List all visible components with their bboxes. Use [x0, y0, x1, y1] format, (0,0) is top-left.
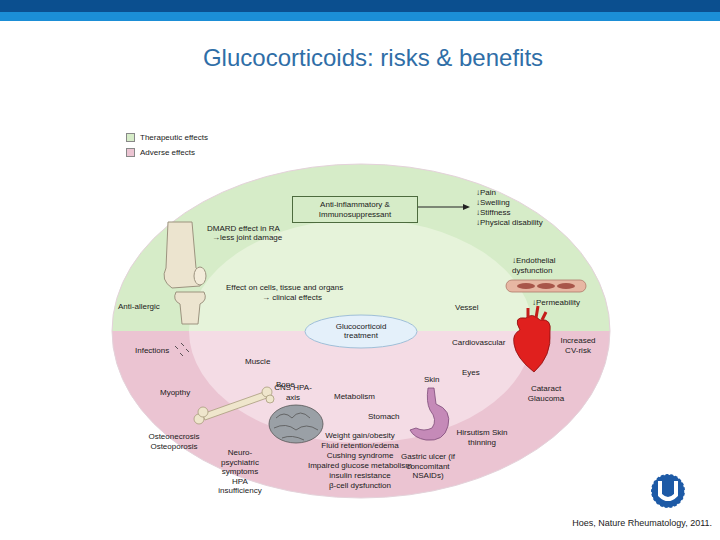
effect-label: Skin — [424, 375, 440, 385]
effect-label: Increased CV-risk — [555, 336, 601, 355]
ellipse-shape — [305, 315, 417, 348]
legend-row: Therapeutic effects — [126, 133, 208, 142]
effect-arrow — [410, 204, 470, 210]
effect-label: Myopthy — [160, 388, 190, 398]
legend-text: Therapeutic effects — [140, 133, 208, 142]
effect-label: Cardiovascular — [452, 338, 505, 348]
heart — [514, 306, 551, 372]
effect-label: β-cell dysfunction — [329, 481, 391, 491]
legend-swatch — [126, 148, 135, 157]
therapeutic-region — [112, 164, 610, 331]
femur-bone — [194, 387, 274, 424]
brain — [269, 405, 323, 443]
effect-label: Weight gain/obesity — [325, 431, 395, 441]
center-ellipse: Glucocorticoid treatment — [304, 314, 418, 349]
effect-label: ↓Pain — [476, 188, 496, 198]
vessel-wall — [506, 280, 586, 292]
effect-label: Eyes — [462, 368, 480, 378]
effect-label: Vessel — [455, 303, 479, 313]
top-bar — [0, 12, 720, 21]
slide-title: Glucocorticoids: risks & benefits — [203, 44, 543, 72]
effect-label: Hirsutism Skin thinning — [452, 428, 512, 447]
effect-label: Metabolism — [334, 392, 375, 402]
effect-label: Anti-allergic — [118, 302, 160, 312]
effect-label: Impaired glucose metabolism — [308, 461, 412, 471]
legend-text: Adverse effects — [140, 148, 195, 157]
effect-label: Neuro-psychiatric symptoms HPA insuffici… — [214, 448, 266, 496]
adverse-region — [112, 331, 610, 498]
effect-label: ↓Endothelial dysfunction — [512, 256, 576, 275]
effect-label: Osteonecrosis Osteoporosis — [143, 432, 205, 451]
effect-label: Fluid retention/edema — [321, 441, 398, 451]
outer-outline — [112, 164, 610, 498]
infection-marks — [175, 343, 189, 356]
legend-swatch — [126, 133, 135, 142]
effect-label: →less joint damage — [212, 233, 282, 243]
legend-row: Adverse effects — [126, 148, 195, 157]
adverse-inner — [189, 331, 533, 443]
node-text: Glucocorticoid treatment — [326, 322, 396, 341]
effect-label: Effect on cells, tissue and organs — [226, 283, 343, 293]
effect-label: Stomach — [368, 412, 400, 422]
effect-label: Infections — [135, 346, 169, 356]
effect-label: Cushing syndrome — [327, 451, 394, 461]
effect-label: ↓Permeability — [532, 298, 580, 308]
effect-label: ↓Swelling — [476, 198, 510, 208]
effect-label: Cataract Glaucoma — [521, 384, 571, 403]
effect-label: Bone — [276, 380, 295, 390]
effect-label: → clinical effects — [262, 293, 322, 303]
node-text: Anti-inflammatory & Immunosuppressant — [297, 200, 413, 219]
effect-label: insulin resistance — [329, 471, 390, 481]
citation: Hoes, Nature Rheumatology, 2011. — [572, 518, 712, 528]
stomach — [410, 388, 449, 440]
top-bar — [0, 0, 720, 12]
effect-box: Anti-inflammatory & Immunosuppressant — [292, 196, 418, 223]
effect-label: DMARD effect in RA — [207, 224, 280, 234]
university-logo — [651, 474, 685, 508]
effect-label: ↓Physical disability — [476, 218, 543, 228]
knee-joint — [164, 222, 206, 324]
effect-label: Muscle — [245, 357, 270, 367]
therapeutic-inner — [189, 219, 533, 331]
effect-label: ↓Stiffness — [476, 208, 511, 218]
